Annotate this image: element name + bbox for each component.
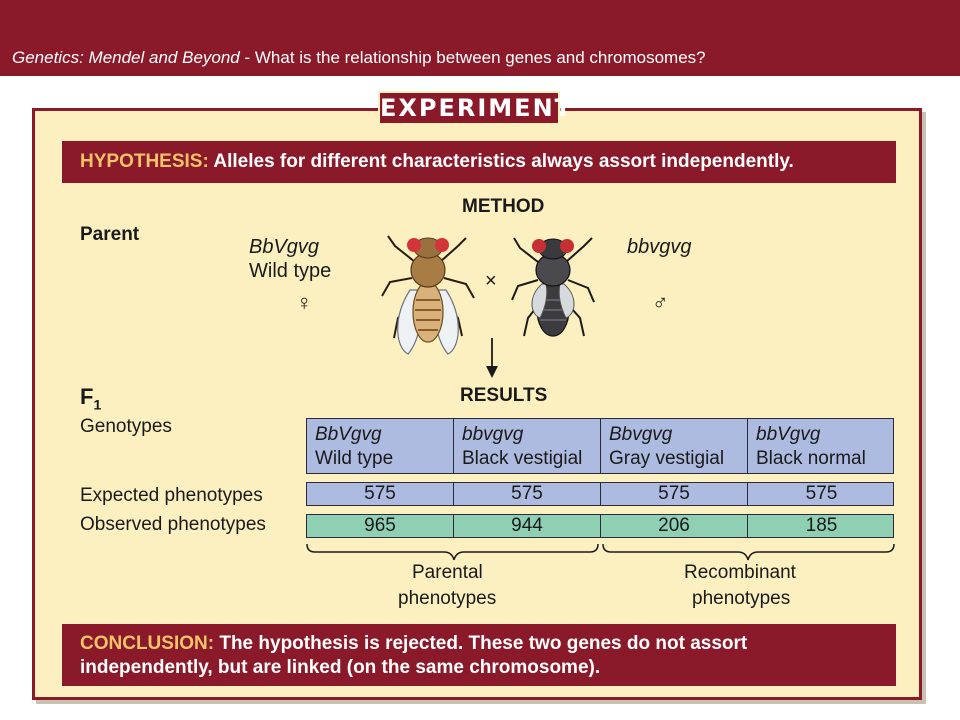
female-genotype: BbVgvg: [249, 236, 320, 258]
male-genotype: bbvgvg: [627, 236, 692, 258]
title-separator: -: [239, 48, 255, 67]
expected-value: 575: [805, 483, 838, 504]
genotype-cell: Bbvgvg Gray vestigial: [601, 419, 748, 473]
expected-value: 575: [454, 483, 601, 505]
conclusion-label: CONCLUSION:: [80, 633, 215, 654]
hypothesis-text: Alleles for different characteristics al…: [208, 151, 794, 172]
hypothesis-label: HYPOTHESIS:: [80, 151, 209, 172]
genotype-cell: bbvgvg Black vestigial: [454, 419, 601, 473]
parent-label: Parent: [80, 224, 140, 245]
expected-label: Expected phenotypes: [80, 485, 263, 506]
recombinant-label-line1: Recombinant: [684, 562, 796, 583]
genotype-text: Bbvgvg: [609, 424, 673, 445]
expected-value: 575: [601, 483, 748, 505]
observed-row: 965 944 206 185: [306, 514, 894, 538]
f1-subscript: 1: [93, 396, 102, 413]
f1-label: F1: [80, 384, 101, 412]
phenotype-text: Gray vestigial: [609, 448, 725, 469]
genotype-text: BbVgvg: [315, 424, 382, 445]
parental-brace: [306, 543, 599, 561]
observed-value: 944: [454, 515, 601, 537]
method-heading: METHOD: [462, 196, 545, 217]
slide-title: Genetics: Mendel and Beyond - What is th…: [12, 48, 706, 68]
genotype-text: bbVgvg: [756, 424, 821, 445]
observed-value: 206: [601, 515, 748, 537]
female-fly-illustration: [381, 235, 475, 355]
expected-value: 575: [307, 483, 454, 505]
phenotype-text: Black vestigial: [462, 448, 583, 469]
phenotype-text: Wild type: [315, 448, 394, 469]
conclusion-line1: CONCLUSION: The hypothesis is rejected. …: [80, 632, 896, 656]
female-symbol: ♀: [296, 290, 313, 315]
expected-row: 575 575 575 575: [306, 482, 894, 506]
conclusion-text-1: The hypothesis is rejected. These two ge…: [214, 633, 748, 654]
cross-symbol: ×: [485, 270, 497, 292]
male-symbol: ♂: [652, 290, 669, 315]
phenotype-text: Black normal: [756, 448, 866, 469]
recombinant-brace: [602, 543, 895, 561]
observed-value: 965: [307, 515, 454, 537]
conclusion-text-2: independently, but are linked (on the sa…: [80, 657, 601, 678]
genotype-table: BbVgvg Wild type bbvgvg Black vestigial …: [306, 418, 894, 474]
female-phenotype: Wild type: [249, 260, 332, 282]
conclusion-banner: CONCLUSION: The hypothesis is rejected. …: [62, 624, 896, 686]
genotype-cell: bbVgvg Black normal: [748, 419, 895, 473]
results-heading: RESULTS: [460, 385, 548, 406]
experiment-tab: EXPERIMENT: [378, 91, 571, 125]
recombinant-label-line2: phenotypes: [692, 588, 791, 609]
parental-label-line2: phenotypes: [398, 588, 497, 609]
male-fly-illustration: [511, 237, 595, 337]
parental-label-line1: Parental: [412, 562, 483, 583]
observed-label: Observed phenotypes: [80, 514, 266, 535]
genotype-text: bbvgvg: [462, 424, 524, 445]
hypothesis-banner: HYPOTHESIS: Alleles for different charac…: [62, 141, 896, 183]
genotype-cell: BbVgvg Wild type: [307, 419, 454, 473]
slide-topic: Genetics: Mendel and Beyond: [12, 48, 240, 67]
title-bar: Genetics: Mendel and Beyond - What is th…: [0, 0, 960, 76]
experiment-panel: [32, 108, 922, 700]
down-arrow: [486, 338, 498, 378]
genotypes-label: Genotypes: [80, 416, 172, 437]
observed-value: 185: [805, 515, 838, 536]
slide-question: What is the relationship between genes a…: [254, 48, 706, 67]
f1-letter: F: [80, 384, 94, 409]
